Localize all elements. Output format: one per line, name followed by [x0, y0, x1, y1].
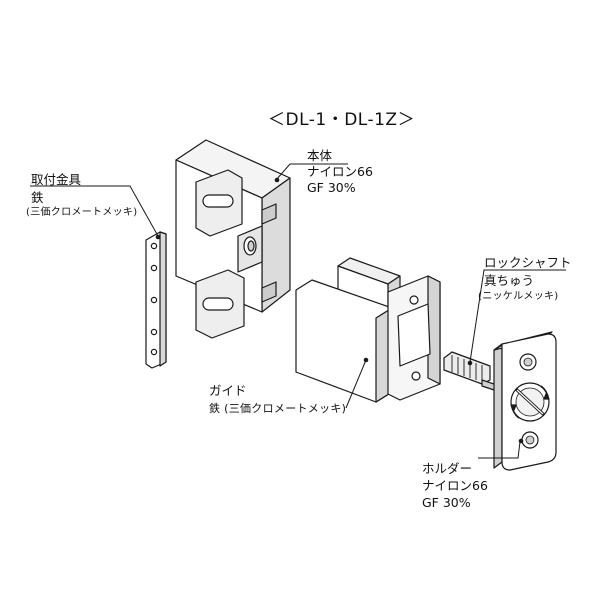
body-grade-label: GF 30% — [307, 180, 356, 195]
shaft-material-label: 真ちゅう — [484, 273, 535, 288]
diagram-title: ＜DL-1・DL-1Z＞ — [268, 110, 416, 130]
mounting-bracket — [145, 231, 167, 369]
shaft-finish-label: (ニッケルメッキ) — [478, 291, 559, 302]
holder — [493, 331, 557, 471]
bracket-finish-label: (三価クロメートメッキ) — [26, 207, 138, 218]
holder-material-label: ナイロン66 — [422, 478, 488, 493]
bracket-name-label: 取付金具 — [31, 172, 82, 187]
holder-grade-label: GF 30% — [422, 495, 471, 510]
guide-material-label: 鉄 (三価クロメートメッキ) — [209, 402, 347, 415]
body-name-label: 本体 — [307, 148, 333, 163]
leader-lines — [30, 163, 566, 459]
shaft-name-label: ロックシャフト — [484, 255, 572, 270]
guide — [295, 257, 441, 403]
bracket-material-label: 鉄 — [31, 190, 44, 205]
lock-shaft — [443, 351, 501, 393]
holder-name-label: ホルダー — [422, 461, 473, 476]
body-material-label: ナイロン66 — [307, 164, 373, 179]
guide-name-label: ガイド — [209, 383, 247, 398]
main-body — [175, 139, 291, 339]
leader-dots — [155, 177, 524, 444]
